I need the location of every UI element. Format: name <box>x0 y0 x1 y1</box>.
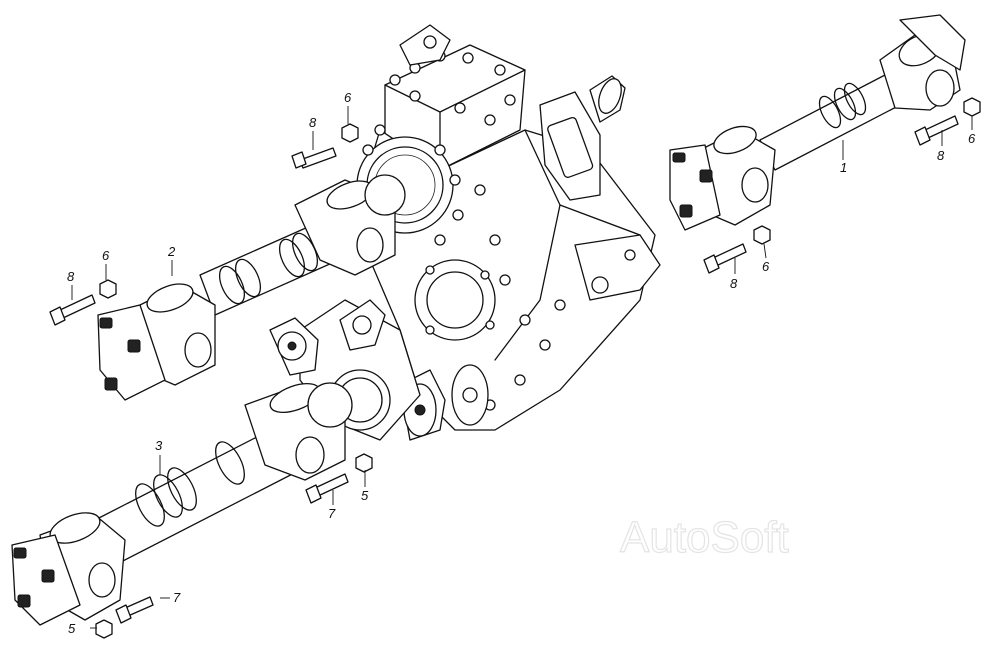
callout-1: 1 <box>840 160 847 175</box>
callout-8-upper-center: 8 <box>309 115 317 130</box>
bolt-8-right-middle <box>703 243 747 274</box>
callout-5-bottom: 5 <box>68 621 76 636</box>
transfer-case <box>269 24 661 441</box>
propeller-shaft-2 <box>97 174 406 401</box>
callout-6-upper-center: 6 <box>344 90 352 105</box>
callout-8-left: 8 <box>67 269 75 284</box>
callout-6-right-top: 6 <box>968 131 976 146</box>
bolt-8-right-top <box>914 115 959 146</box>
callout-8-right-middle: 8 <box>730 276 738 291</box>
callout-3: 3 <box>155 438 163 453</box>
callout-7-bottom: 7 <box>173 590 181 605</box>
nut-5-center-lower <box>355 453 373 473</box>
nut-6-right-top <box>963 97 981 117</box>
leader-lines <box>71 106 973 629</box>
propeller-shaft-1 <box>669 14 966 231</box>
bolt-8-left <box>49 294 96 326</box>
bolt-7-bottom-left <box>115 596 154 624</box>
bolt-7-center-lower <box>305 473 349 504</box>
watermark: AutoSoft <box>620 513 789 562</box>
callout-8-right-top: 8 <box>937 148 945 163</box>
propeller-shaft-3 <box>11 382 353 626</box>
nut-6-right-middle <box>753 225 771 245</box>
callout-6-left: 6 <box>102 248 110 263</box>
nut-6-left <box>99 279 117 299</box>
callout-labels: 1 2 3 5 5 6 6 6 6 7 7 8 8 8 8 <box>67 90 976 636</box>
nut-6-upper-center <box>341 123 359 143</box>
callout-2: 2 <box>167 244 176 259</box>
callout-5-center: 5 <box>361 488 369 503</box>
callout-6-right-middle: 6 <box>762 259 770 274</box>
bolt-8-upper-center <box>291 147 337 169</box>
callout-7-center: 7 <box>328 506 336 521</box>
nut-5-bottom-left <box>95 619 113 639</box>
